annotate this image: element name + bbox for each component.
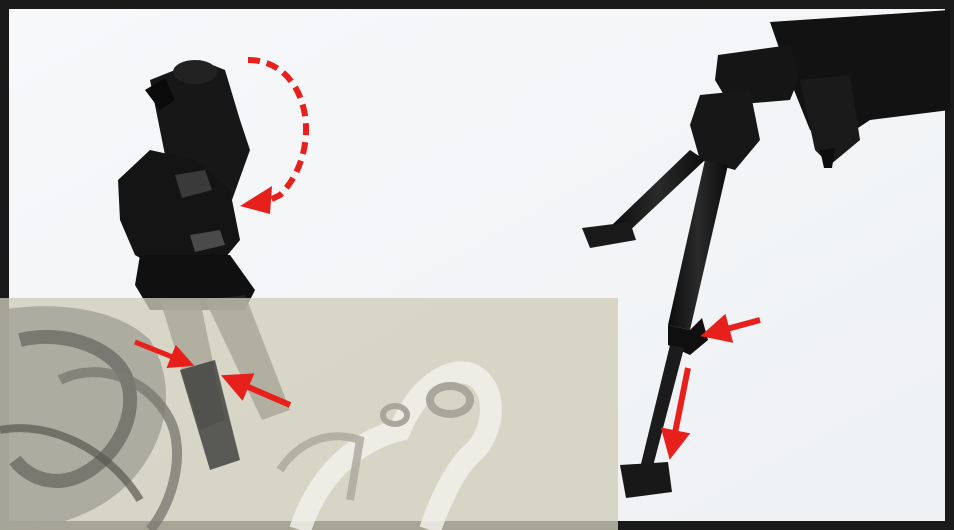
watermark-overlay xyxy=(0,298,618,530)
